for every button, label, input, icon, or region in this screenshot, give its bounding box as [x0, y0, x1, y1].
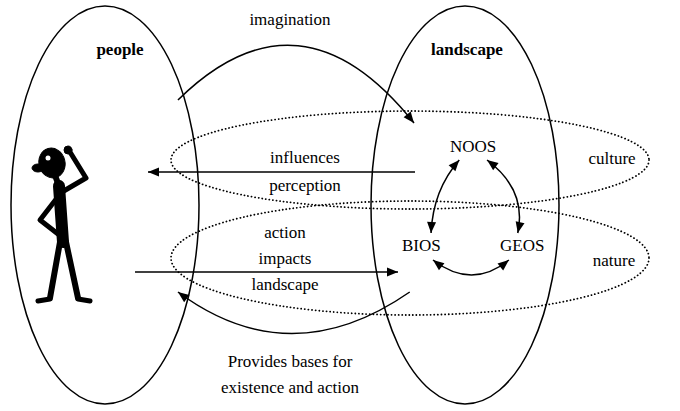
arrowhead	[433, 260, 444, 270]
connector-arrow	[433, 260, 509, 275]
connector-arrow	[427, 160, 459, 233]
connector-line	[178, 292, 410, 334]
edge-label: influences perception	[255, 144, 355, 200]
arrowhead	[148, 168, 159, 177]
region-label: people	[96, 40, 143, 60]
ellipse-outline	[370, 5, 560, 405]
region-label: nature	[593, 251, 635, 271]
edge-label: Provides bases for existence and action	[205, 349, 375, 401]
connector-arrow	[148, 168, 415, 177]
connector-line	[433, 260, 509, 275]
sphere-label: NOOS	[450, 137, 496, 157]
edge-label: imagination	[230, 10, 350, 30]
arrowhead	[498, 260, 509, 270]
arrowhead	[387, 268, 398, 277]
arrowhead	[449, 160, 460, 171]
sphere-label: BIOS	[402, 236, 441, 256]
sphere-name: BIOS	[402, 236, 441, 256]
arrowhead	[427, 222, 436, 233]
region-label: culture	[588, 149, 635, 169]
people-region: people	[10, 5, 200, 405]
arrowhead	[516, 221, 525, 233]
ellipse-line	[171, 111, 649, 209]
edge-label: action impacts landscape	[243, 220, 328, 298]
sphere-name: NOOS	[450, 137, 496, 157]
connector-line	[487, 160, 519, 233]
ellipse-outline	[10, 5, 200, 405]
region-label: landscape	[431, 40, 503, 60]
arrowhead	[404, 112, 414, 123]
edge-label-box: action impacts landscape	[243, 220, 328, 298]
dotted-ellipse	[170, 200, 650, 316]
connector-arrow	[178, 292, 410, 334]
edge-label-box: Provides bases for existence and action	[205, 349, 375, 401]
connector-arrow	[487, 160, 524, 233]
sphere-name: GEOS	[500, 236, 544, 256]
edge-label-box: influences perception	[255, 144, 355, 200]
nature-band: nature	[170, 200, 650, 316]
connector-line	[148, 171, 415, 173]
ellipse-line	[371, 6, 559, 404]
landscape-region: landscapeNOOS BIOS GEOS	[370, 5, 560, 405]
dotted-ellipse	[170, 110, 650, 210]
sphere-label: GEOS	[500, 236, 544, 256]
arrowhead	[487, 160, 498, 170]
ellipse-line	[171, 201, 649, 315]
connector-line	[135, 271, 398, 273]
edge-label-box: imagination	[230, 10, 350, 30]
connector-line	[431, 160, 459, 233]
ellipse-line	[11, 6, 199, 404]
culture-band: culture	[170, 110, 650, 210]
